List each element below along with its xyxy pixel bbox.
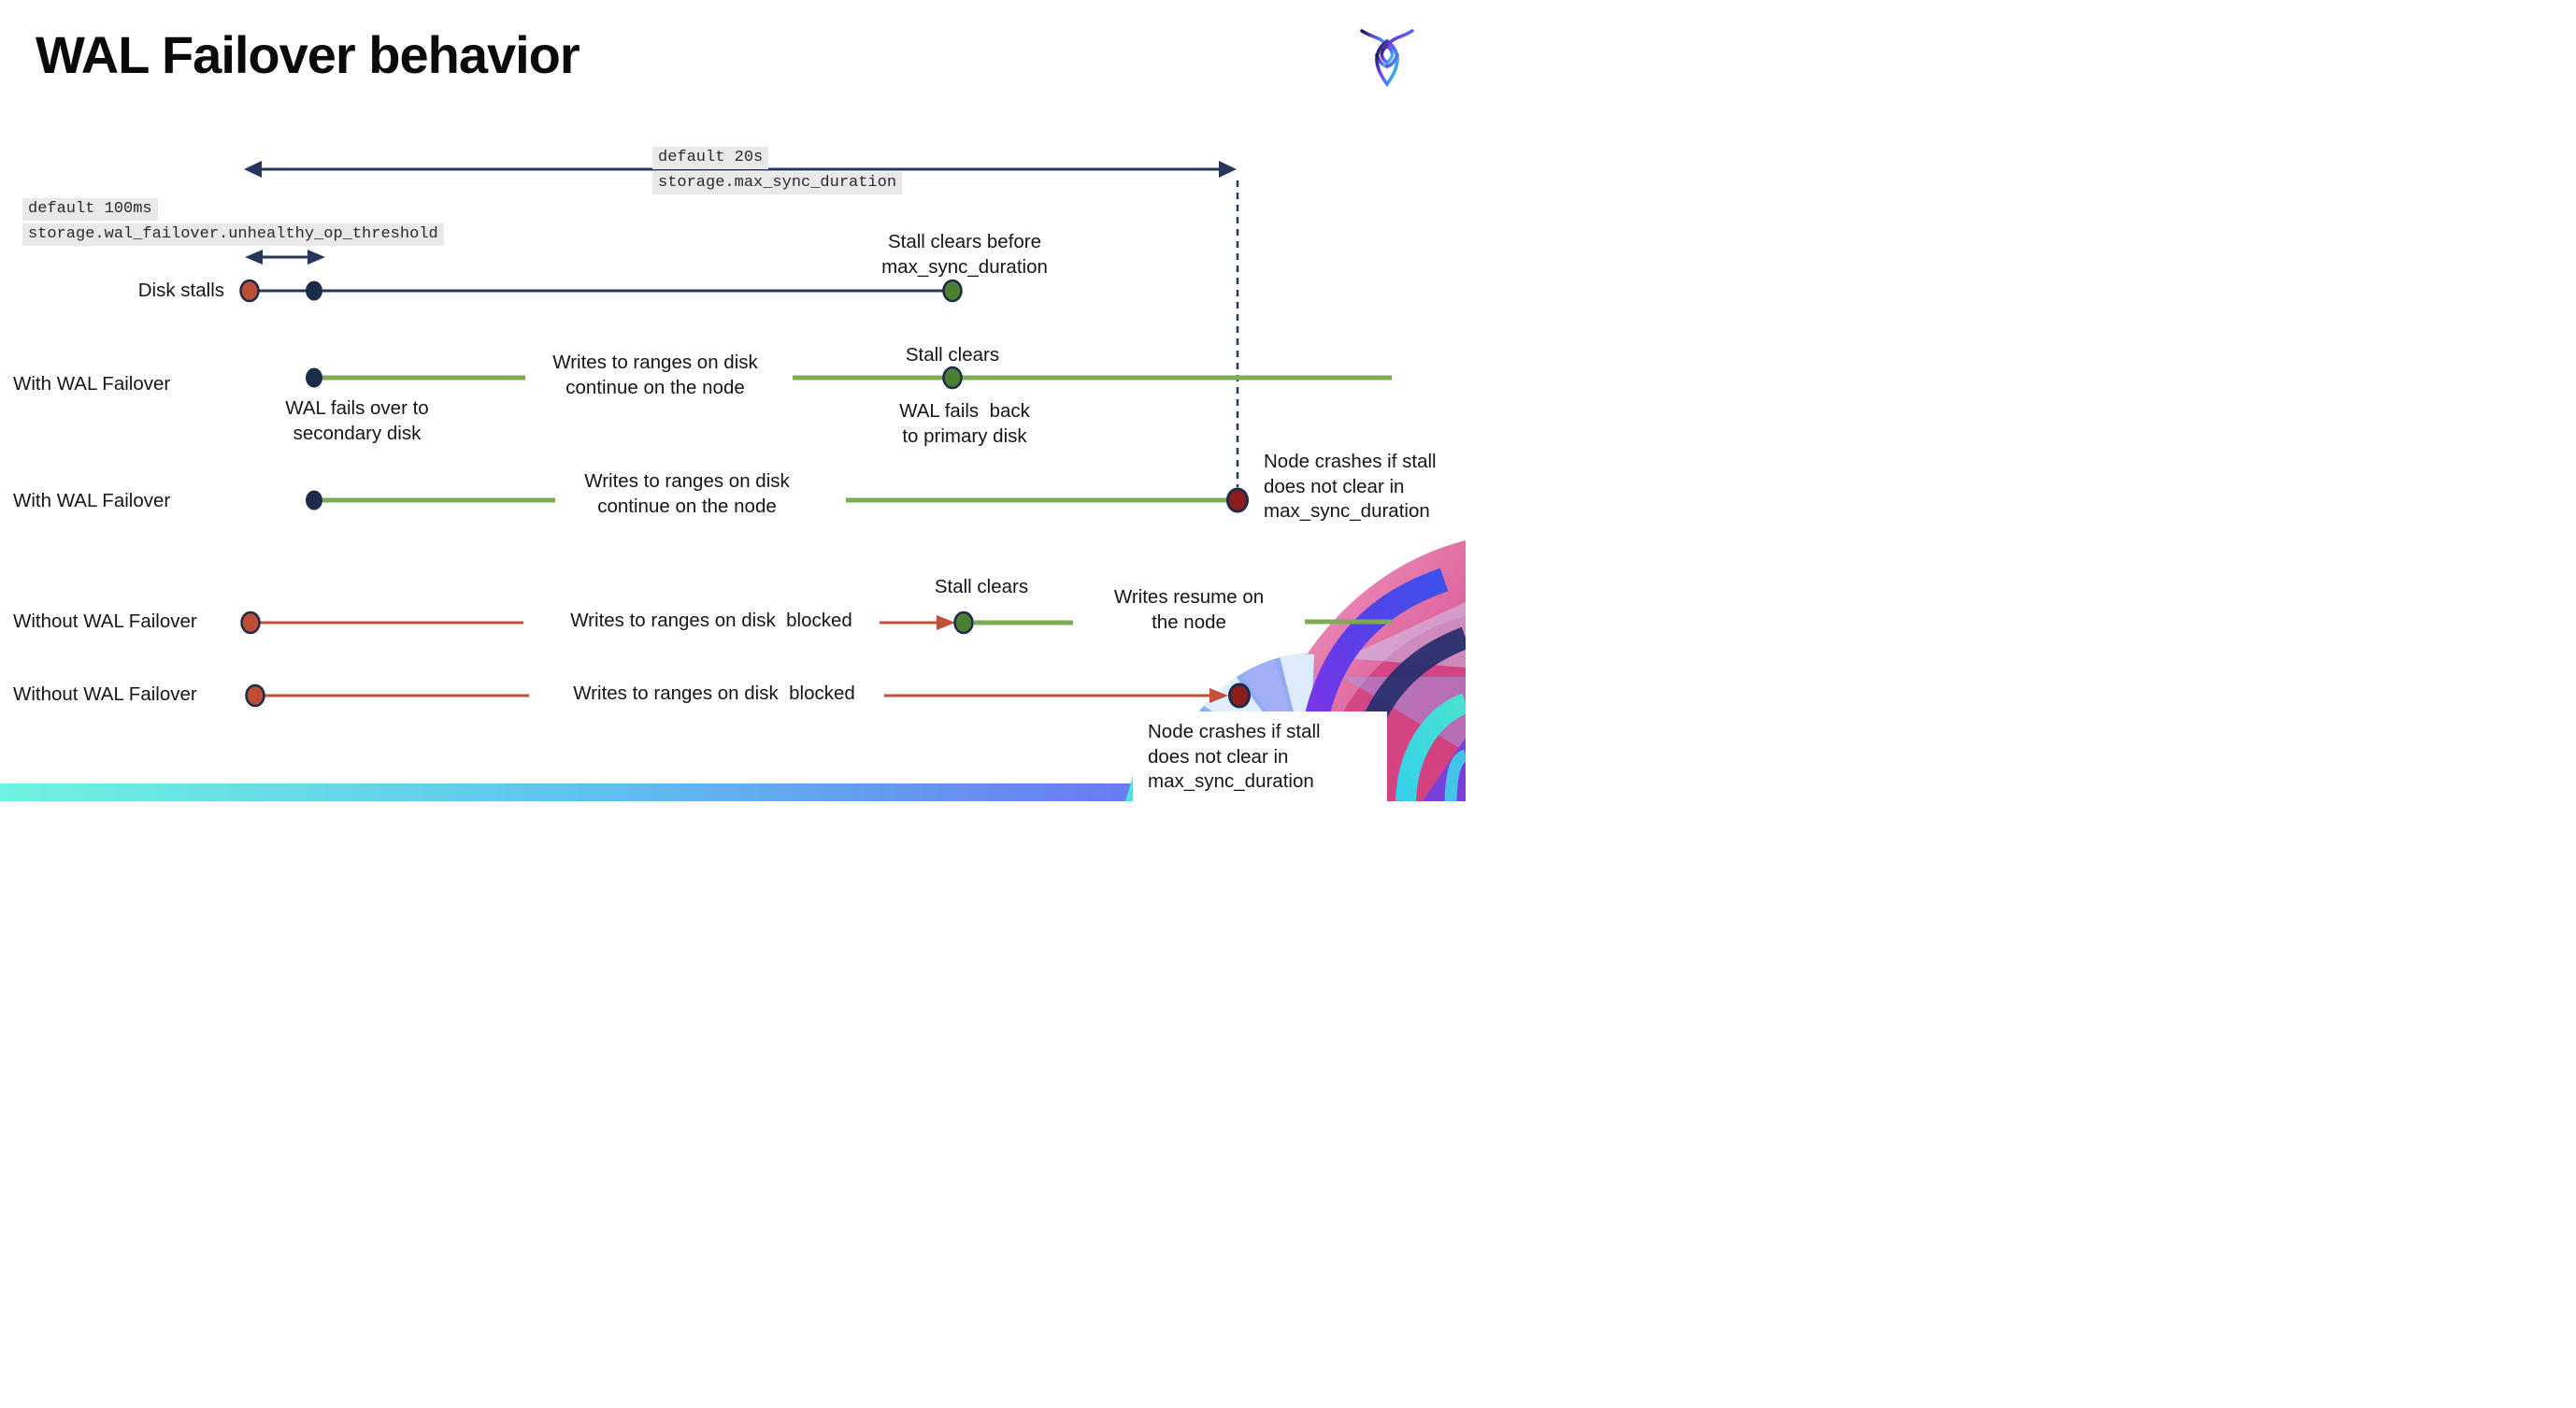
- note-writes-continue-2: Writes to ranges on disk continue on the…: [584, 470, 790, 517]
- max-sync-duration-arrow: [244, 161, 1237, 178]
- stall-start-dot: [240, 611, 261, 635]
- red-arrowhead-icon: [1209, 688, 1228, 703]
- timeline-diagram: [239, 161, 1392, 709]
- timeline-row-disk-stalls: [239, 279, 963, 303]
- note-stall-clears-before: Stall clears before max_sync_duration: [881, 231, 1048, 278]
- timeline-row-without-failover-clears: [240, 611, 1392, 635]
- row-label-with-wal-failover-2: With WAL Failover: [13, 490, 171, 511]
- cockroachdb-logo-icon: [1360, 29, 1414, 88]
- row-label-without-wal-failover-1: Without WAL Failover: [13, 611, 197, 632]
- note-writes-resume: Writes resume on the node: [1113, 586, 1265, 633]
- threshold-dot: [306, 280, 322, 301]
- art-cyan-arch: [1395, 693, 1466, 801]
- arrowhead-left-icon: [245, 250, 263, 265]
- slide-wal-failover: Node crashes if stall does not clear in …: [0, 0, 1466, 801]
- logo-arm-right: [1385, 53, 1399, 68]
- row-label-without-wal-failover-2: Without WAL Failover: [13, 683, 197, 705]
- threshold-setting-label: storage.wal_failover.unhealthy_op_thresh…: [22, 223, 444, 246]
- node-crash-callout-text: Node crashes if stall does not clear in …: [1148, 721, 1321, 792]
- note-writes-continue-1: Writes to ranges on disk continue on the…: [552, 352, 758, 398]
- timeline-row-with-failover-clears: [306, 366, 1392, 390]
- note-node-crashes-1: Node crashes if stall does not clear in …: [1264, 451, 1437, 522]
- note-stall-clears-1: Stall clears: [905, 344, 1000, 366]
- logo-body: [1375, 38, 1399, 88]
- unhealthy-op-threshold-arrow: [245, 250, 325, 265]
- note-wal-fails-over: WAL fails over to secondary disk: [285, 397, 429, 444]
- timeline-row-with-failover-crash: [306, 487, 1249, 513]
- art-cyan-leg: [1444, 749, 1466, 801]
- stall-clear-dot: [942, 366, 963, 390]
- max-sync-setting-label: storage.max_sync_duration: [652, 172, 903, 194]
- red-arrowhead-icon: [937, 615, 955, 630]
- row-label-with-wal-failover-1: With WAL Failover: [13, 373, 171, 395]
- node-crash-dot: [1226, 487, 1249, 513]
- bottom-gradient-bar: [0, 783, 1466, 801]
- max-sync-default-label: default 20s: [652, 147, 769, 169]
- stall-start-dot: [245, 683, 265, 708]
- note-stall-clears-2: Stall clears: [934, 576, 1029, 597]
- arrowhead-left-icon: [244, 161, 262, 178]
- note-writes-blocked-2: Writes to ranges on disk blocked: [573, 682, 855, 704]
- row-label-disk-stalls: Disk stalls: [137, 280, 224, 301]
- node-crash-callout-box: Node crashes if stall does not clear in …: [1133, 711, 1387, 801]
- page-title: WAL Failover behavior: [36, 25, 580, 84]
- note-writes-blocked-1: Writes to ranges on disk blocked: [570, 610, 852, 631]
- node-crash-dot: [1228, 682, 1251, 709]
- stall-clear-dot: [953, 611, 974, 635]
- timeline-row-without-failover-crash: [245, 682, 1251, 709]
- note-wal-fails-back: WAL fails back to primary disk: [899, 400, 1030, 447]
- arrowhead-right-icon: [308, 250, 325, 265]
- stall-clear-dot: [942, 279, 963, 303]
- stall-start-dot: [239, 279, 260, 303]
- failover-dot: [306, 367, 322, 388]
- arrowhead-right-icon: [1219, 161, 1237, 178]
- failover-dot: [306, 490, 322, 510]
- threshold-default-label: default 100ms: [22, 198, 158, 221]
